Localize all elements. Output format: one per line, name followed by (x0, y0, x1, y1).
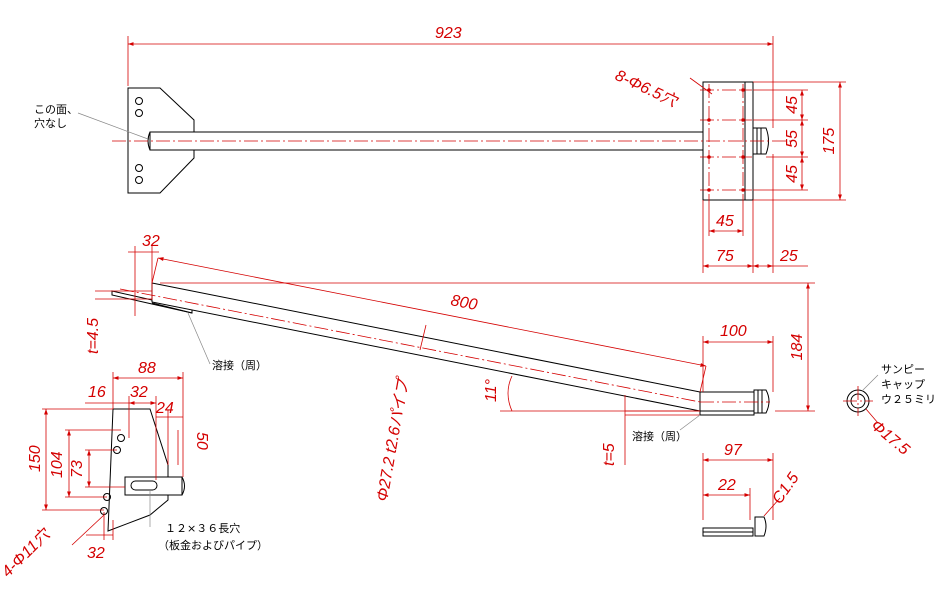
dim-100-label: 100 (720, 323, 747, 340)
dim-11-label: 11° (483, 378, 500, 402)
dim-t45-label: t=4.5 (85, 318, 102, 354)
end-detail-cap (754, 516, 767, 537)
note-weld-1: 溶接（周） (212, 358, 267, 372)
dim-32b-label: 32 (87, 545, 105, 562)
dim-cap-dia-label: Φ17.5 (867, 417, 912, 459)
dim-22-label: 22 (717, 477, 736, 494)
side-view: 32 800 t=4.5 100 184 11° Φ27.2 t2.6パイプ t… (85, 233, 815, 503)
end-detail: 97 22 C1.5 (702, 442, 803, 537)
bolt-hole (135, 176, 143, 184)
dim-45b-label: 45 (784, 165, 801, 183)
dim-11-arc (507, 375, 513, 412)
dim-800 (157, 257, 707, 367)
bracket-plate (107, 408, 169, 532)
dim-25-label: 25 (779, 248, 798, 265)
dim-104-label: 104 (49, 451, 66, 478)
dim-45a-label: 45 (784, 96, 801, 114)
dim-73-label: 73 (69, 460, 86, 478)
dim-175-label: 175 (821, 128, 838, 155)
cap-detail: Φ17.5 サンピー キャップ ウ２５ミリ (843, 363, 936, 459)
dim-pipe-spec-label: Φ27.2 t2.6パイプ (373, 375, 413, 503)
dim-55-label: 55 (784, 130, 801, 148)
note-cap-1: サンピー (881, 363, 925, 376)
note-slot-1: １２×３６長穴 (165, 521, 240, 535)
dim-24-label: 24 (155, 400, 174, 417)
dim-16-label: 16 (88, 384, 106, 401)
note-slot-2: （板金およびパイプ） (158, 538, 268, 552)
dim-923-label: 923 (435, 25, 462, 42)
dim-32-side-label: 32 (142, 233, 160, 250)
note-no-hole-1: この面、 (34, 103, 78, 116)
dim-800-label: 800 (449, 292, 479, 314)
dim-150-label: 150 (27, 445, 44, 472)
bolt-hole (135, 109, 143, 117)
bracket-pipe (124, 476, 183, 496)
dim-50-label: 50 (193, 432, 210, 450)
dim-97-label: 97 (724, 442, 743, 459)
bolt-hole (135, 97, 143, 105)
note-no-hole-2: 穴なし (34, 116, 67, 130)
note-weld-2: 溶接（周） (632, 429, 687, 443)
bracket-slot (130, 480, 158, 491)
dim-t5-label: t=5 (601, 443, 618, 466)
dim-chamfer-label: C1.5 (769, 470, 802, 508)
dim-45-h-label: 45 (716, 213, 734, 230)
dim-75-label: 75 (716, 248, 734, 265)
dim-88-label: 88 (138, 360, 156, 377)
dim-holes-label: 8-Φ6.5穴 (612, 66, 681, 111)
bolt-hole (135, 164, 143, 172)
dim-184-label: 184 (789, 334, 806, 361)
right-base-plate (699, 410, 755, 416)
bracket-hole (117, 434, 125, 442)
left-bracket-plate (127, 87, 195, 194)
dim-32a-label: 32 (130, 384, 148, 401)
note-cap-2: キャップ (881, 378, 925, 391)
dim-holes-bracket-label: 4-Φ11穴 (0, 524, 55, 581)
note-cap-3: ウ２５ミリ (881, 393, 936, 406)
bracket-detail: 88 16 32 24 150 104 73 50 4-Φ11穴 32 １２×３… (0, 360, 268, 581)
